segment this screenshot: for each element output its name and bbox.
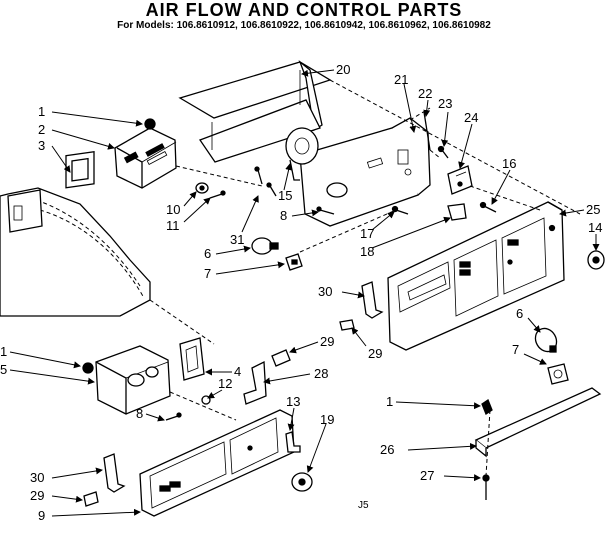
part-28-bracket — [243, 360, 267, 405]
callout-30: 30 — [30, 470, 44, 485]
part-22-rod — [423, 111, 431, 151]
callout-15: 15 — [278, 188, 292, 203]
callout-19: 19 — [320, 412, 334, 427]
part-5-lower-housing — [95, 345, 171, 415]
part-9-lower-panel — [139, 409, 295, 517]
part-1-knob-middle — [82, 362, 94, 374]
callout-12: 12 — [218, 376, 232, 391]
callout-27: 27 — [420, 468, 434, 483]
callout-5: 5 — [0, 362, 7, 377]
callout-14: 14 — [588, 220, 602, 235]
part-7-socket-lower — [547, 363, 569, 385]
callout-24: 24 — [464, 110, 478, 125]
callout-21: 21 — [394, 72, 408, 87]
part-11-screw — [209, 190, 226, 199]
part-13-clip — [285, 431, 301, 453]
part-24-switch — [447, 165, 473, 195]
alignment-lines — [149, 79, 581, 477]
callout-29: 29 — [320, 334, 334, 349]
callout-17: 17 — [360, 226, 374, 241]
part-23-screw — [437, 145, 449, 159]
evaporator-housing — [0, 187, 151, 317]
part-15-damper-motor — [285, 127, 319, 181]
callout-7: 7 — [512, 342, 519, 357]
page-title: AIR FLOW AND CONTROL PARTS — [145, 0, 463, 20]
callout-29: 29 — [368, 346, 382, 361]
part-1-knob-top — [144, 118, 156, 130]
part-10-bushing — [195, 182, 209, 194]
part-18-clip — [447, 203, 467, 221]
callout-29: 29 — [30, 488, 44, 503]
part-30-bracket-upper — [361, 281, 384, 319]
callout-6: 6 — [516, 306, 523, 321]
part-29-screw-lower — [83, 491, 99, 507]
callout-1: 1 — [0, 344, 7, 359]
part-27-screw — [482, 474, 490, 500]
callout-16: 16 — [502, 156, 516, 171]
part-14-knob — [587, 250, 605, 270]
callout-26: 26 — [380, 442, 394, 457]
callout-4: 4 — [234, 364, 241, 379]
callout-30: 30 — [318, 284, 332, 299]
part-26-trim-strip — [474, 387, 602, 458]
callout-1: 1 — [386, 394, 393, 409]
callout-6: 6 — [204, 246, 211, 261]
part-7-socket-upper — [285, 253, 303, 271]
callout-7: 7 — [204, 266, 211, 281]
callout-31: 31 — [230, 232, 244, 247]
leader-lines — [9, 69, 600, 517]
callout-labels: 1 2 3 10 11 20 15 8 21 22 23 24 16 25 14… — [0, 62, 602, 523]
part-21-bracket — [299, 117, 431, 227]
part-3-gasket — [65, 151, 95, 189]
footer-code: J5 — [358, 500, 369, 511]
part-16-screw — [479, 201, 497, 213]
part-4-gasket — [179, 337, 205, 381]
callout-3: 3 — [38, 138, 45, 153]
part-2-control-housing — [114, 127, 177, 189]
callout-8: 8 — [280, 208, 287, 223]
callout-13: 13 — [286, 394, 300, 409]
part-17-screw — [391, 205, 409, 215]
callout-1: 1 — [38, 104, 45, 119]
callout-22: 22 — [418, 86, 432, 101]
part-29-screw-upper — [271, 319, 355, 367]
callout-10: 10 — [166, 202, 180, 217]
callout-25: 25 — [586, 202, 600, 217]
callout-8: 8 — [136, 406, 143, 421]
callout-2: 2 — [38, 122, 45, 137]
callout-9: 9 — [38, 508, 45, 523]
part-30-bracket-lower — [103, 453, 126, 493]
model-list: For Models: 106.8610912, 106.8610922, 10… — [117, 20, 491, 31]
part-6-lamp-lower — [534, 327, 558, 353]
part-8-screw-lower — [165, 412, 182, 421]
callout-23: 23 — [438, 96, 452, 111]
callout-11: 11 — [166, 218, 180, 233]
callout-28: 28 — [314, 366, 328, 381]
part-25-control-panel — [387, 201, 565, 351]
part-6-lamp-upper — [251, 237, 279, 255]
callout-18: 18 — [360, 244, 374, 259]
callout-20: 20 — [336, 62, 350, 77]
part-8-screws-top — [254, 166, 335, 215]
part-20-duct-plate — [178, 60, 332, 163]
part-1-clip-lower — [481, 399, 493, 415]
part-19-knob — [291, 472, 313, 492]
